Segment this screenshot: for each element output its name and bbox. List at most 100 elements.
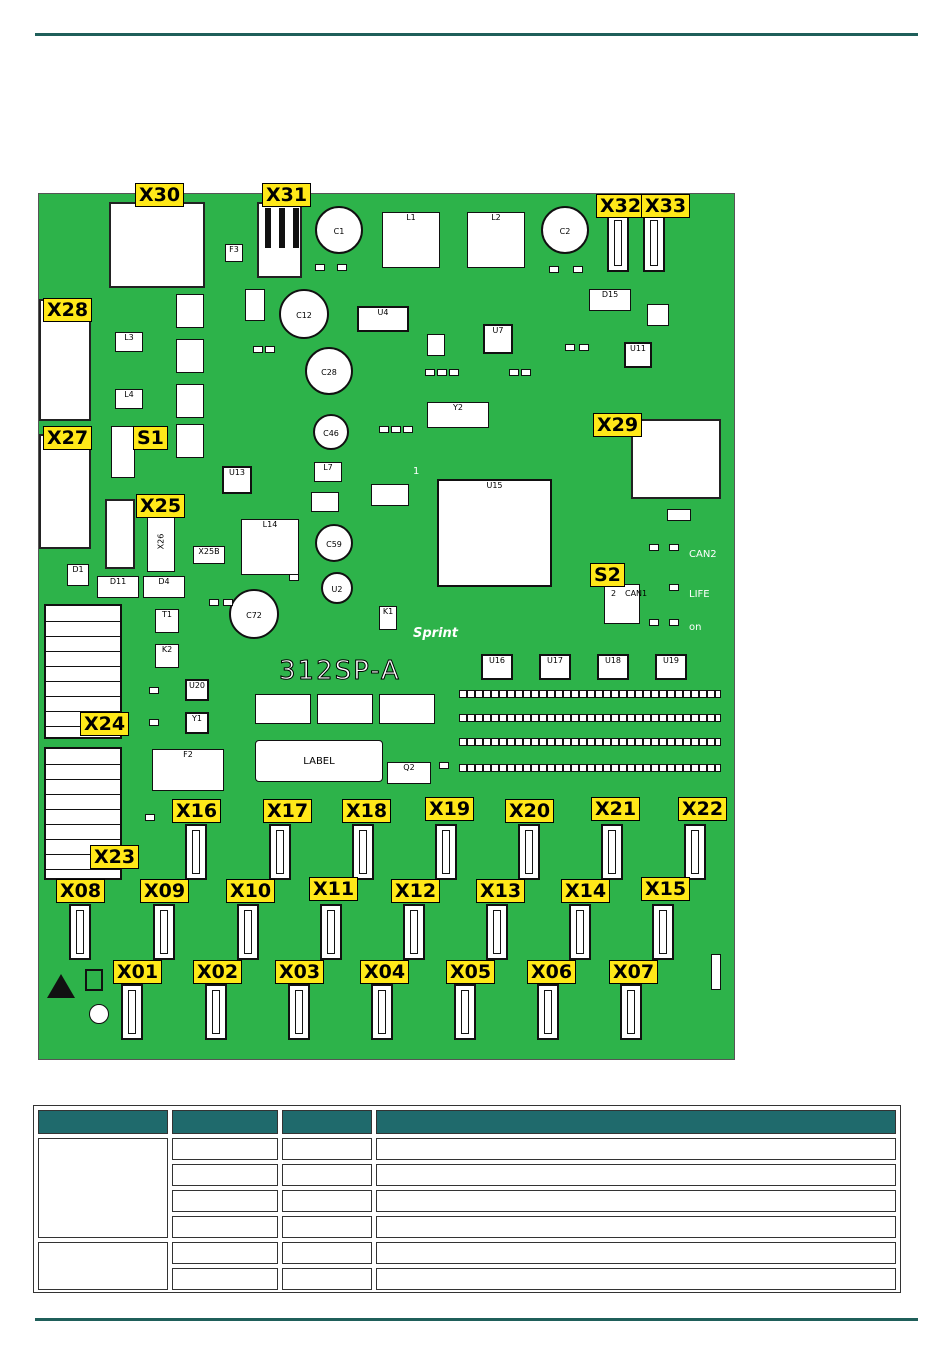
resistor-array-4 — [459, 764, 721, 772]
chip-u16: U17 — [539, 654, 571, 680]
smd-part — [149, 719, 159, 726]
u19-label: U20 — [188, 681, 206, 690]
label-x12: X12 — [391, 879, 441, 903]
u13-label: U15 — [486, 481, 503, 490]
table-row — [38, 1242, 896, 1290]
connector-x33 — [643, 214, 665, 272]
x26-silk: 1 — [413, 466, 420, 477]
u18-label: U19 — [662, 656, 680, 665]
label-sticker: LABEL — [255, 740, 383, 782]
terminal-block-x23 — [44, 747, 122, 880]
table-cell — [282, 1164, 372, 1186]
table-row — [38, 1268, 896, 1290]
table-cell — [376, 1242, 896, 1264]
label-x15: X15 — [641, 877, 691, 901]
connector-x04 — [371, 984, 393, 1040]
l13-label: L14 — [262, 520, 278, 529]
small-reg — [427, 334, 445, 356]
connector-x07 — [620, 984, 642, 1040]
crystal-y2: K1 — [379, 606, 397, 630]
chip-u7: U11 — [624, 342, 652, 368]
connector-x22 — [684, 824, 706, 880]
u17-label: U18 — [604, 656, 622, 665]
smd-part — [315, 264, 325, 271]
led-can1-text: LIFE — [689, 589, 710, 600]
t1-label: F2 — [183, 750, 193, 759]
table-cell — [376, 1190, 896, 1212]
driver-chip-2 — [317, 694, 373, 724]
connector-x03 — [288, 984, 310, 1040]
brand-text: Sprint — [413, 626, 459, 641]
connector-x13 — [486, 904, 508, 960]
chip-u2: U4 — [357, 306, 409, 332]
smd-part — [649, 619, 659, 626]
label-sticker-text: LABEL — [303, 756, 335, 767]
table-group-cell — [38, 1138, 168, 1238]
label-x05: X05 — [446, 960, 496, 984]
connector-x08 — [69, 904, 91, 960]
smd-part — [337, 264, 347, 271]
regulator-4 — [176, 424, 204, 458]
u2-label: U4 — [377, 308, 389, 317]
resistor-array-3 — [459, 738, 721, 746]
smd-part — [573, 266, 583, 273]
regulator-1 — [176, 294, 204, 328]
label-x08: X08 — [56, 879, 106, 903]
connector-x27-body — [39, 434, 91, 549]
inductor-l3: L3 — [115, 332, 143, 352]
label-x17: X17 — [263, 799, 313, 823]
label-x16: X16 — [172, 799, 222, 823]
regulator-2 — [176, 339, 204, 373]
y2-label: K1 — [382, 607, 394, 616]
label-x01: X01 — [113, 960, 163, 984]
capacitor-c72: C72 — [229, 589, 279, 639]
connector-x01 — [121, 984, 143, 1040]
label-x33: X33 — [641, 194, 691, 218]
pcb-board-diagram: C1 C2 C12 C28 C46 C59 C72 U2 L1 L2 L14 L… — [38, 193, 735, 1060]
smd-part — [149, 687, 159, 694]
inductor-l1: L1 — [382, 212, 440, 268]
resistor-array-2 — [459, 714, 721, 722]
switch-s2-body[interactable]: 2 CAN1 — [604, 584, 647, 624]
led-life-text: on — [689, 622, 702, 633]
driver-chip-3 — [379, 694, 435, 724]
regulator-3 — [176, 384, 204, 418]
esd-warning-icon — [47, 974, 75, 998]
table-header-cell — [38, 1110, 168, 1134]
k1-label: K2 — [161, 645, 173, 654]
smd-part — [209, 599, 219, 606]
small-reg-2 — [647, 304, 669, 326]
fuse-f3: D1 — [67, 564, 89, 586]
smd-part — [425, 369, 435, 376]
transistor-q2: X25B — [193, 546, 225, 564]
chip-u15: U16 — [481, 654, 513, 680]
connector-x14 — [569, 904, 591, 960]
connector-x20 — [518, 824, 540, 880]
top-rule — [35, 33, 918, 36]
switch-s1-body[interactable] — [111, 426, 135, 478]
c12-label: C12 — [296, 311, 312, 320]
table-cell — [282, 1268, 372, 1290]
smd-part — [403, 426, 413, 433]
label-x06: X06 — [527, 960, 577, 984]
smd-part — [649, 544, 659, 551]
x31-pin — [279, 208, 285, 248]
capacitor-c28: C28 — [305, 347, 353, 395]
label-x09: X09 — [140, 879, 190, 903]
connector-x09 — [153, 904, 175, 960]
chip-u4: U7 — [483, 324, 513, 354]
u7-label: U11 — [629, 344, 647, 353]
table-cell — [172, 1138, 278, 1160]
table-cell — [376, 1164, 896, 1186]
c28-label: C28 — [321, 368, 337, 377]
table-cell — [172, 1164, 278, 1186]
connector-x10 — [237, 904, 259, 960]
transformer-t1: F2 — [152, 749, 224, 791]
connector-x11 — [320, 904, 342, 960]
label-x11: X11 — [309, 877, 359, 901]
capacitor-c59: C59 — [315, 524, 353, 562]
table-row — [38, 1190, 896, 1212]
table-cell — [172, 1242, 278, 1264]
label-x28: X28 — [43, 298, 93, 322]
smd-part — [289, 574, 299, 581]
